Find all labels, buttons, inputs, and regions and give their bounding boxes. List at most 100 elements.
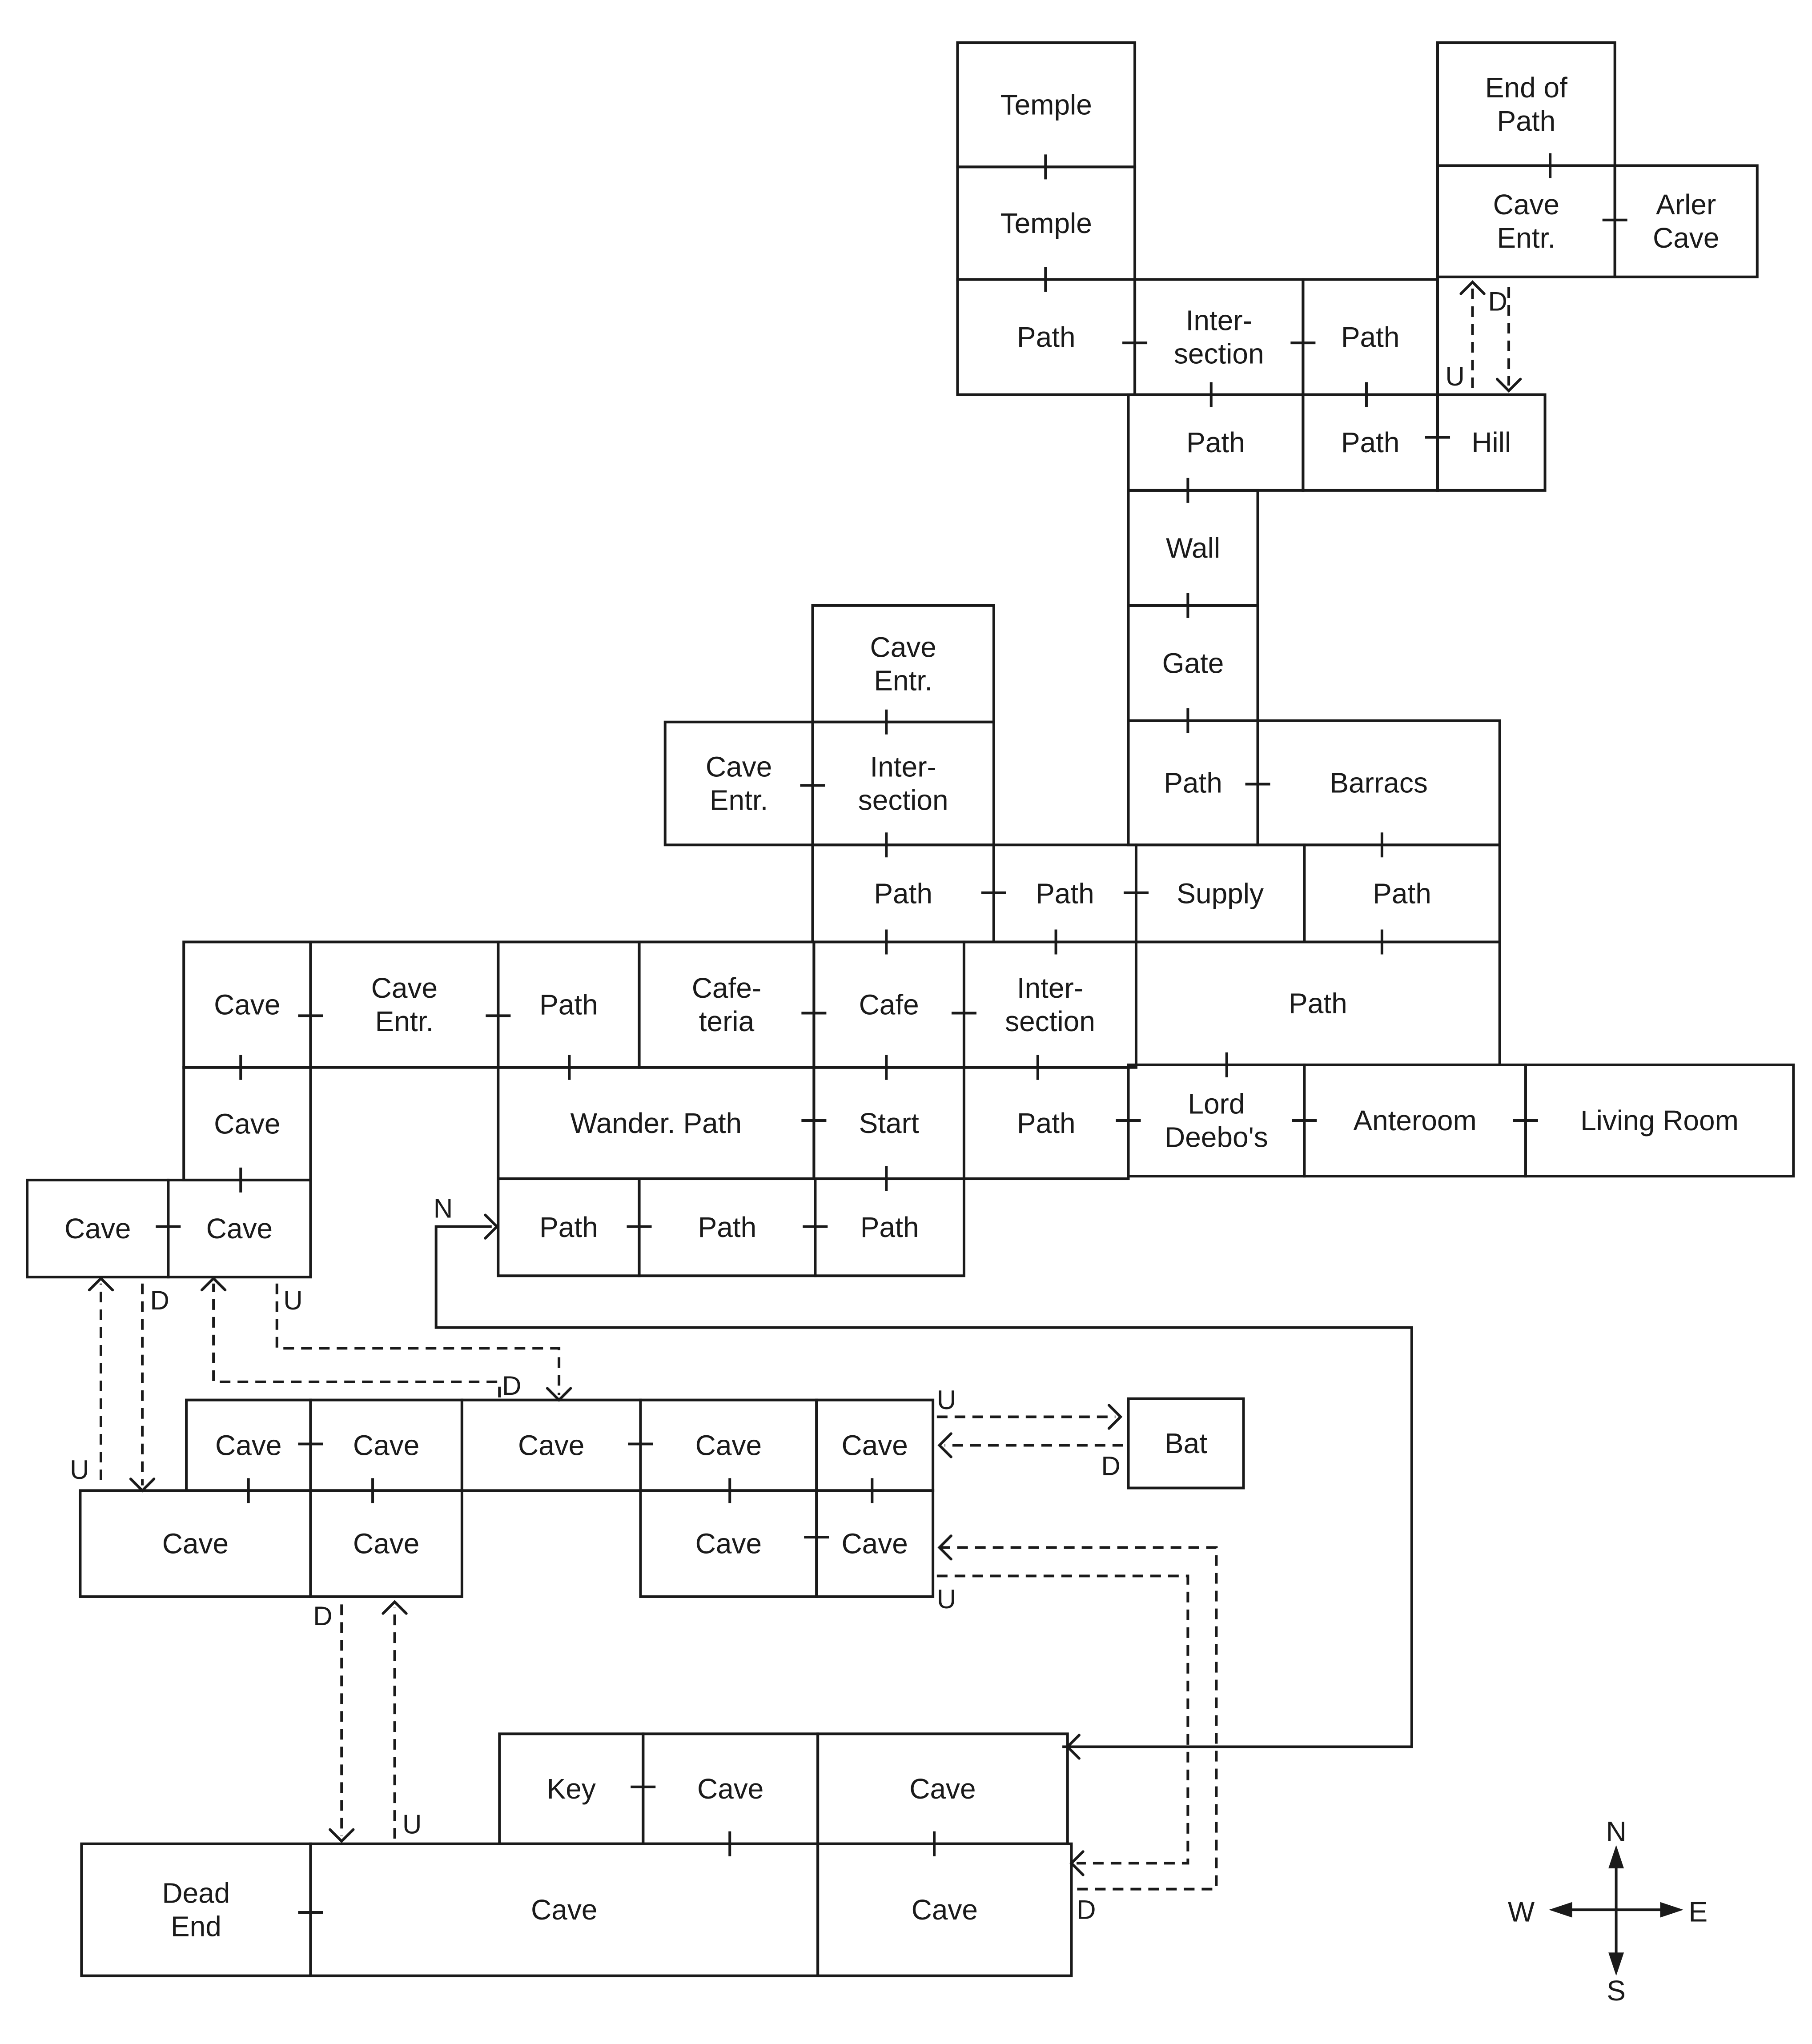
room-label: Cave xyxy=(1653,222,1719,254)
room-box xyxy=(815,1489,935,1598)
room-box xyxy=(962,940,1137,1069)
room-label: Cave xyxy=(214,989,280,1021)
arrow-head xyxy=(129,1478,156,1493)
room-label: Entr. xyxy=(1497,222,1556,254)
room-path-nw: Path xyxy=(956,278,1137,396)
room-label: Dead xyxy=(162,1877,230,1909)
room-label: Bat xyxy=(1165,1427,1207,1459)
room-box xyxy=(1613,164,1759,278)
room-label: section xyxy=(1174,338,1264,370)
compass-west-label: W xyxy=(1508,1895,1535,1928)
doors-layer xyxy=(156,153,1627,1914)
compass-north-label: N xyxy=(1606,1815,1626,1847)
room-box xyxy=(1133,278,1305,396)
connection-label-u: U xyxy=(937,1385,956,1415)
room-label: Path xyxy=(1289,988,1347,1020)
room-gate: Gate xyxy=(1127,604,1259,722)
room-box xyxy=(811,720,995,847)
connection-label-d: D xyxy=(1101,1451,1120,1481)
arrow-head xyxy=(484,1213,499,1240)
room-label: teria xyxy=(699,1005,755,1037)
room-box xyxy=(816,1842,1073,1977)
room-cafe: Cafe xyxy=(812,940,965,1069)
room-label: Cave xyxy=(909,1773,976,1805)
room-label: Cave xyxy=(531,1894,597,1926)
connection-label-n: N xyxy=(434,1193,453,1223)
room-path-mid-1: Path xyxy=(811,843,995,944)
connection-label-d: D xyxy=(1077,1895,1096,1925)
room-label: Wall xyxy=(1166,532,1220,564)
room-cave-lower-2: Cave xyxy=(309,1398,463,1492)
connection-label-d: D xyxy=(313,1601,332,1631)
compass-west-arrow xyxy=(1549,1902,1572,1918)
room-label: Cave xyxy=(64,1213,131,1245)
room-path-gate: Path xyxy=(1127,719,1259,847)
room-label: Barracs xyxy=(1330,767,1428,799)
room-label: Wander. Path xyxy=(571,1107,742,1139)
room-cave-lower-4: Cave xyxy=(639,1398,818,1492)
room-label: End xyxy=(171,1911,221,1943)
room-label: Entr. xyxy=(874,664,932,696)
room-label: Cave xyxy=(697,1773,763,1805)
room-cave-far-west: Cave xyxy=(182,940,312,1069)
room-cave-lower-6: Cave xyxy=(79,1489,312,1598)
arrow-head xyxy=(329,1828,355,1843)
room-label: Entr. xyxy=(375,1005,434,1037)
arrow-head xyxy=(382,1600,408,1615)
room-label: Path xyxy=(698,1211,757,1243)
room-label: Entr. xyxy=(710,784,768,816)
room-box xyxy=(309,940,500,1069)
room-label: Path xyxy=(1373,877,1431,909)
connection-label-u: U xyxy=(402,1809,422,1839)
room-temple-1: Temple xyxy=(956,41,1137,169)
room-wall: Wall xyxy=(1127,489,1259,607)
room-label: Cave xyxy=(353,1429,419,1461)
room-cave-lower-8: Cave xyxy=(639,1489,818,1598)
room-path-hill-e: Path xyxy=(1302,393,1439,492)
room-label: Cave xyxy=(1493,189,1559,221)
room-cafeteria: Cafe-teria xyxy=(638,940,816,1069)
arrow-head xyxy=(937,1534,952,1561)
arrow-head xyxy=(1459,280,1486,295)
room-box xyxy=(1127,1397,1245,1490)
room-label: Cave xyxy=(841,1528,908,1560)
room-box xyxy=(1436,393,1547,492)
room-label: Cave xyxy=(353,1528,419,1560)
room-cave-lower-7: Cave xyxy=(309,1489,463,1598)
room-label: Path xyxy=(1017,321,1076,353)
room-path-barracs: Path xyxy=(1303,843,1501,944)
arrow-head xyxy=(1069,1850,1085,1876)
arrow-head xyxy=(1107,1404,1123,1430)
room-label: Deebo's xyxy=(1165,1121,1268,1153)
arrow-head xyxy=(937,1432,952,1458)
room-label: Cave xyxy=(206,1213,273,1245)
room-label: Cave xyxy=(214,1108,280,1140)
connection-label-u: U xyxy=(70,1455,89,1485)
room-anteroom: Anteroom xyxy=(1303,1063,1527,1178)
room-label: Cave xyxy=(162,1528,229,1560)
room-label: Cafe xyxy=(859,989,919,1021)
room-label: Inter- xyxy=(870,751,936,783)
room-path-ne: Path xyxy=(1302,278,1439,396)
room-box xyxy=(1127,1063,1306,1178)
room-label: Gate xyxy=(1162,647,1224,679)
up-link-mid xyxy=(275,1283,561,1395)
room-label: Key xyxy=(547,1773,596,1805)
connection-label-d: D xyxy=(1488,286,1507,316)
room-path-lord: Path xyxy=(962,1066,1130,1181)
room-path-hill-w: Path xyxy=(1127,393,1305,492)
room-path-south-2: Path xyxy=(638,1177,817,1277)
room-supply: Supply xyxy=(1134,843,1306,944)
room-label: section xyxy=(858,784,948,816)
room-label: Path xyxy=(874,877,932,909)
north-link-line xyxy=(434,1225,1413,1748)
